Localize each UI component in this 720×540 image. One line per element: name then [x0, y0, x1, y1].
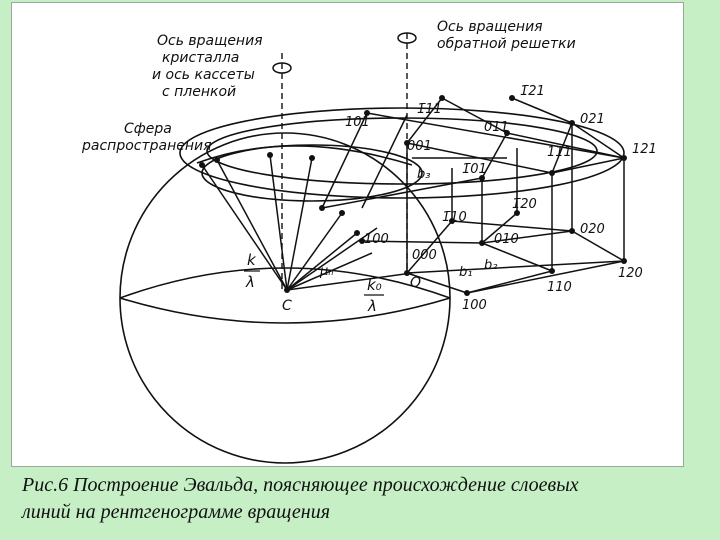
vector-line	[286, 272, 413, 291]
reciprocal-axis-rotation-arrow	[397, 32, 417, 44]
label-k-den: λ	[245, 273, 255, 291]
node-label: 021	[580, 112, 605, 127]
label-b1: b₁	[459, 265, 472, 280]
label-center: C	[282, 298, 292, 314]
node-label: 001	[407, 139, 432, 154]
label-k0-den: λ	[367, 297, 377, 315]
vector-line	[286, 157, 313, 291]
node-label: 1̄21	[520, 84, 545, 99]
label-mu: μₙ	[319, 264, 333, 279]
figure-panel: Ось вращения кристалла и ось кассеты с п…	[11, 2, 684, 467]
node-label: 011	[484, 120, 509, 135]
node-label: 000	[412, 248, 437, 263]
label-k0-num: k₀	[367, 276, 382, 294]
vector-line	[286, 212, 343, 291]
sphere-equator-front	[119, 297, 451, 324]
outer-rotation-ellipse	[179, 107, 625, 199]
label-b3: b₃	[417, 167, 430, 182]
label-origin: O	[410, 275, 421, 291]
node-label: 120	[618, 266, 643, 281]
node-label: 1̄20	[512, 197, 537, 212]
vector-line	[201, 164, 288, 291]
node-label: 110	[547, 280, 572, 295]
node-label: 1̄10	[442, 210, 467, 225]
sphere-cap-section	[196, 145, 413, 166]
node-label: 1̄11	[417, 102, 442, 117]
sphere-equator-back	[119, 267, 451, 299]
vector-line	[286, 232, 358, 291]
ewald-construction-diagram: Ось вращения кристалла и ось кассеты с п…	[81, 19, 657, 464]
node-label: 1̄01	[462, 162, 487, 177]
node-label: 020	[580, 222, 605, 237]
vector-line	[269, 154, 288, 291]
caption-line-1: Рис.6 Построение Эвальда, поясняющее про…	[22, 474, 579, 496]
middle-rotation-ellipse	[206, 117, 598, 185]
vector-line	[286, 252, 373, 291]
node-label: 111	[547, 145, 572, 160]
label-k-num: k	[247, 251, 257, 269]
label-crystal-axis: Ось вращения кристалла и ось кассеты с п…	[152, 33, 267, 100]
caption-line-2: линий на рентгенограмме вращения	[22, 501, 330, 523]
inner-rotation-ellipse	[201, 144, 423, 202]
node-label: 121	[632, 142, 657, 157]
node-label: 010	[494, 232, 519, 247]
label-b2: b₂	[484, 258, 497, 273]
crystal-axis-rotation-arrow	[272, 62, 292, 74]
node-label: 100	[462, 298, 487, 313]
figure-caption: Рис.6 Построение Эвальда, поясняющее про…	[22, 472, 712, 526]
label-sphere: Сфера распространения	[81, 121, 212, 154]
node-label: 101	[345, 115, 370, 130]
vector-line	[216, 159, 288, 291]
label-reciprocal-axis: Ось вращения обратной решетки	[437, 19, 576, 52]
node-label: 100	[364, 232, 389, 247]
